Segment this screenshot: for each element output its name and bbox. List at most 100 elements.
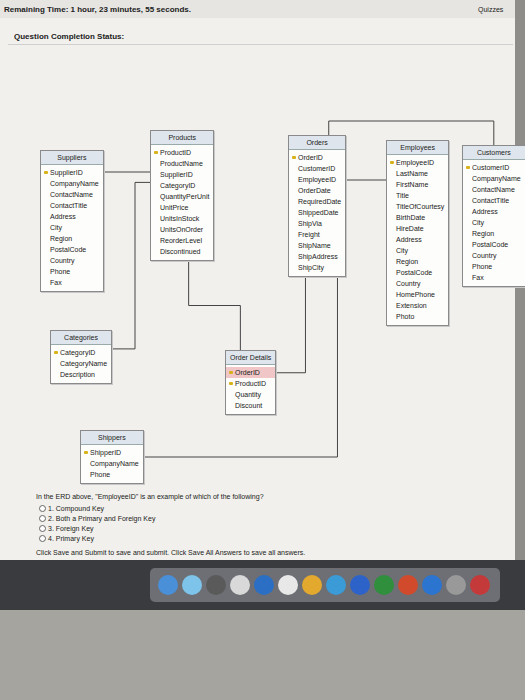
table-name: Products xyxy=(151,131,213,145)
field-name: OrderID xyxy=(289,152,345,163)
field-name: BirthDate xyxy=(387,212,448,223)
field-name: Discount xyxy=(226,400,275,411)
field-name: CompanyName xyxy=(463,173,525,184)
table-box: SuppliersSupplierIDCompanyNameContactNam… xyxy=(40,150,104,292)
table-name: Orders xyxy=(289,136,345,150)
field-name: Country xyxy=(41,255,103,266)
field-name: PostalCode xyxy=(387,267,448,278)
field-name: ShipAddress xyxy=(289,251,345,262)
field-name: ShipVia xyxy=(289,218,345,229)
table-name: Order Details xyxy=(226,351,275,365)
field-name: Address xyxy=(463,206,525,217)
relationship-line xyxy=(144,277,338,457)
radio-button xyxy=(39,515,46,522)
field-list: SupplierIDCompanyNameContactNameContactT… xyxy=(41,165,103,291)
field-name: CategoryName xyxy=(51,358,111,369)
field-name: PostalCode xyxy=(41,244,103,255)
relationship-line xyxy=(189,261,241,350)
field-name: Fax xyxy=(41,277,103,288)
field-name: HomePhone xyxy=(387,289,448,300)
relationship-line xyxy=(112,182,150,349)
field-name: CompanyName xyxy=(41,178,103,189)
field-name: Country xyxy=(387,278,448,289)
field-name: Address xyxy=(41,211,103,222)
table-box: ShippersShipperIDCompanyNamePhone xyxy=(80,430,144,484)
rule xyxy=(8,44,513,45)
field-name: Phone xyxy=(81,469,143,480)
field-name: CategoryID xyxy=(51,347,111,358)
page-text: Click Save and Submit to save and submit… xyxy=(36,548,305,557)
field-name: ShipCity xyxy=(289,262,345,273)
laptop-body xyxy=(0,610,525,700)
table-name: Suppliers xyxy=(41,151,103,165)
field-name: OrderID xyxy=(226,367,275,378)
top-bar xyxy=(0,0,515,18)
answer-option: 1. Compound Key xyxy=(48,504,104,513)
dock-ground xyxy=(0,560,525,610)
page-text: In the ERD above, "EmployeeID" is an exa… xyxy=(36,492,264,501)
field-name: EmployeeID xyxy=(387,157,448,168)
field-name: ReorderLevel xyxy=(151,235,213,246)
field-name: ProductID xyxy=(151,147,213,158)
field-name: Region xyxy=(41,233,103,244)
field-name: CompanyName xyxy=(81,458,143,469)
table-box: CategoriesCategoryIDCategoryNameDescript… xyxy=(50,330,112,384)
field-name: Description xyxy=(51,369,111,380)
field-name: TitleOfCourtesy xyxy=(387,201,448,212)
field-name: CategoryID xyxy=(151,180,213,191)
field-name: QuantityPerUnit xyxy=(151,191,213,202)
field-list: OrderIDCustomerIDEmployeeIDOrderDateRequ… xyxy=(289,150,345,276)
field-name: ContactName xyxy=(463,184,525,195)
field-name: PostalCode xyxy=(463,239,525,250)
table-box: EmployeesEmployeeIDLastNameFirstNameTitl… xyxy=(386,140,449,326)
field-name: UnitsInStock xyxy=(151,213,213,224)
field-name: ShipperID xyxy=(81,447,143,458)
field-name: City xyxy=(463,217,525,228)
page-text: Remaining Time: 1 hour, 23 minutes, 55 s… xyxy=(4,5,191,14)
dock-icons xyxy=(158,575,490,595)
relationship-line xyxy=(104,172,150,173)
relationship-line xyxy=(276,277,305,373)
field-list: ShipperIDCompanyNamePhone xyxy=(81,445,143,483)
radio-button xyxy=(39,505,46,512)
field-name: Region xyxy=(387,256,448,267)
field-name: CustomerID xyxy=(463,162,525,173)
field-name: UnitsOnOrder xyxy=(151,224,213,235)
field-list: OrderIDProductIDQuantityDiscount xyxy=(226,365,275,414)
field-name: ContactTitle xyxy=(463,195,525,206)
table-box: Order DetailsOrderIDProductIDQuantityDis… xyxy=(225,350,276,415)
field-name: ContactName xyxy=(41,189,103,200)
page-text: Quizzes xyxy=(478,5,503,14)
field-name: Region xyxy=(463,228,525,239)
field-name: HireDate xyxy=(387,223,448,234)
field-name: FirstName xyxy=(387,179,448,190)
radio-button xyxy=(39,535,46,542)
field-name: ProductName xyxy=(151,158,213,169)
field-name: OrderDate xyxy=(289,185,345,196)
field-list: CustomerIDCompanyNameContactNameContactT… xyxy=(463,160,525,286)
answer-option: 3. Foreign Key xyxy=(48,524,94,533)
field-name: City xyxy=(387,245,448,256)
field-name: EmployeeID xyxy=(289,174,345,185)
field-name: Extension xyxy=(387,300,448,311)
field-name: Phone xyxy=(41,266,103,277)
field-name: RequiredDate xyxy=(289,196,345,207)
table-name: Customers xyxy=(463,146,525,160)
field-name: ShipName xyxy=(289,240,345,251)
field-name: Address xyxy=(387,234,448,245)
screen xyxy=(0,0,515,560)
field-list: EmployeeIDLastNameFirstNameTitleTitleOfC… xyxy=(387,155,448,325)
field-name: ContactTitle xyxy=(41,200,103,211)
field-list: ProductIDProductNameSupplierIDCategoryID… xyxy=(151,145,213,260)
field-name: ProductID xyxy=(226,378,275,389)
field-name: Photo xyxy=(387,311,448,322)
field-name: ShippedDate xyxy=(289,207,345,218)
table-name: Shippers xyxy=(81,431,143,445)
field-name: SupplierID xyxy=(151,169,213,180)
table-name: Categories xyxy=(51,331,111,345)
field-name: Title xyxy=(387,190,448,201)
table-box: ProductsProductIDProductNameSupplierIDCa… xyxy=(150,130,214,261)
field-name: Discontinued xyxy=(151,246,213,257)
